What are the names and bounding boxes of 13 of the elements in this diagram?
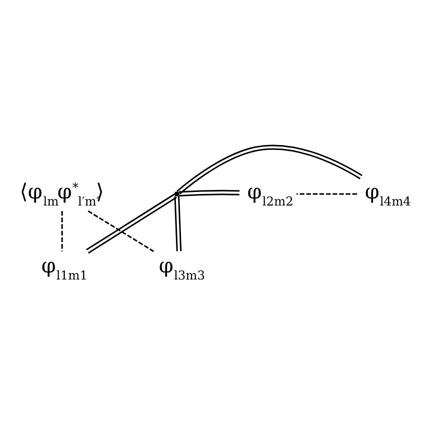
connector — [174, 196, 182, 252]
connector — [61, 211, 63, 252]
node-text: φ$_{l1m1}$ — [41, 254, 88, 283]
node-cross — [174, 192, 180, 197]
node-text: ⟨φ$_{lm}$φ$^{*}$$_{l′m′}$⟩ — [20, 179, 104, 208]
connector — [296, 193, 358, 195]
connector — [178, 190, 240, 197]
connector — [86, 194, 177, 254]
node-text: φ$_{l4m4}$ — [364, 179, 411, 208]
connector — [88, 210, 154, 252]
node-text: φ$_{l3m3}$ — [158, 254, 206, 283]
node-text: φ$_{l2m2}$ — [247, 179, 294, 208]
connector — [176, 144, 362, 195]
